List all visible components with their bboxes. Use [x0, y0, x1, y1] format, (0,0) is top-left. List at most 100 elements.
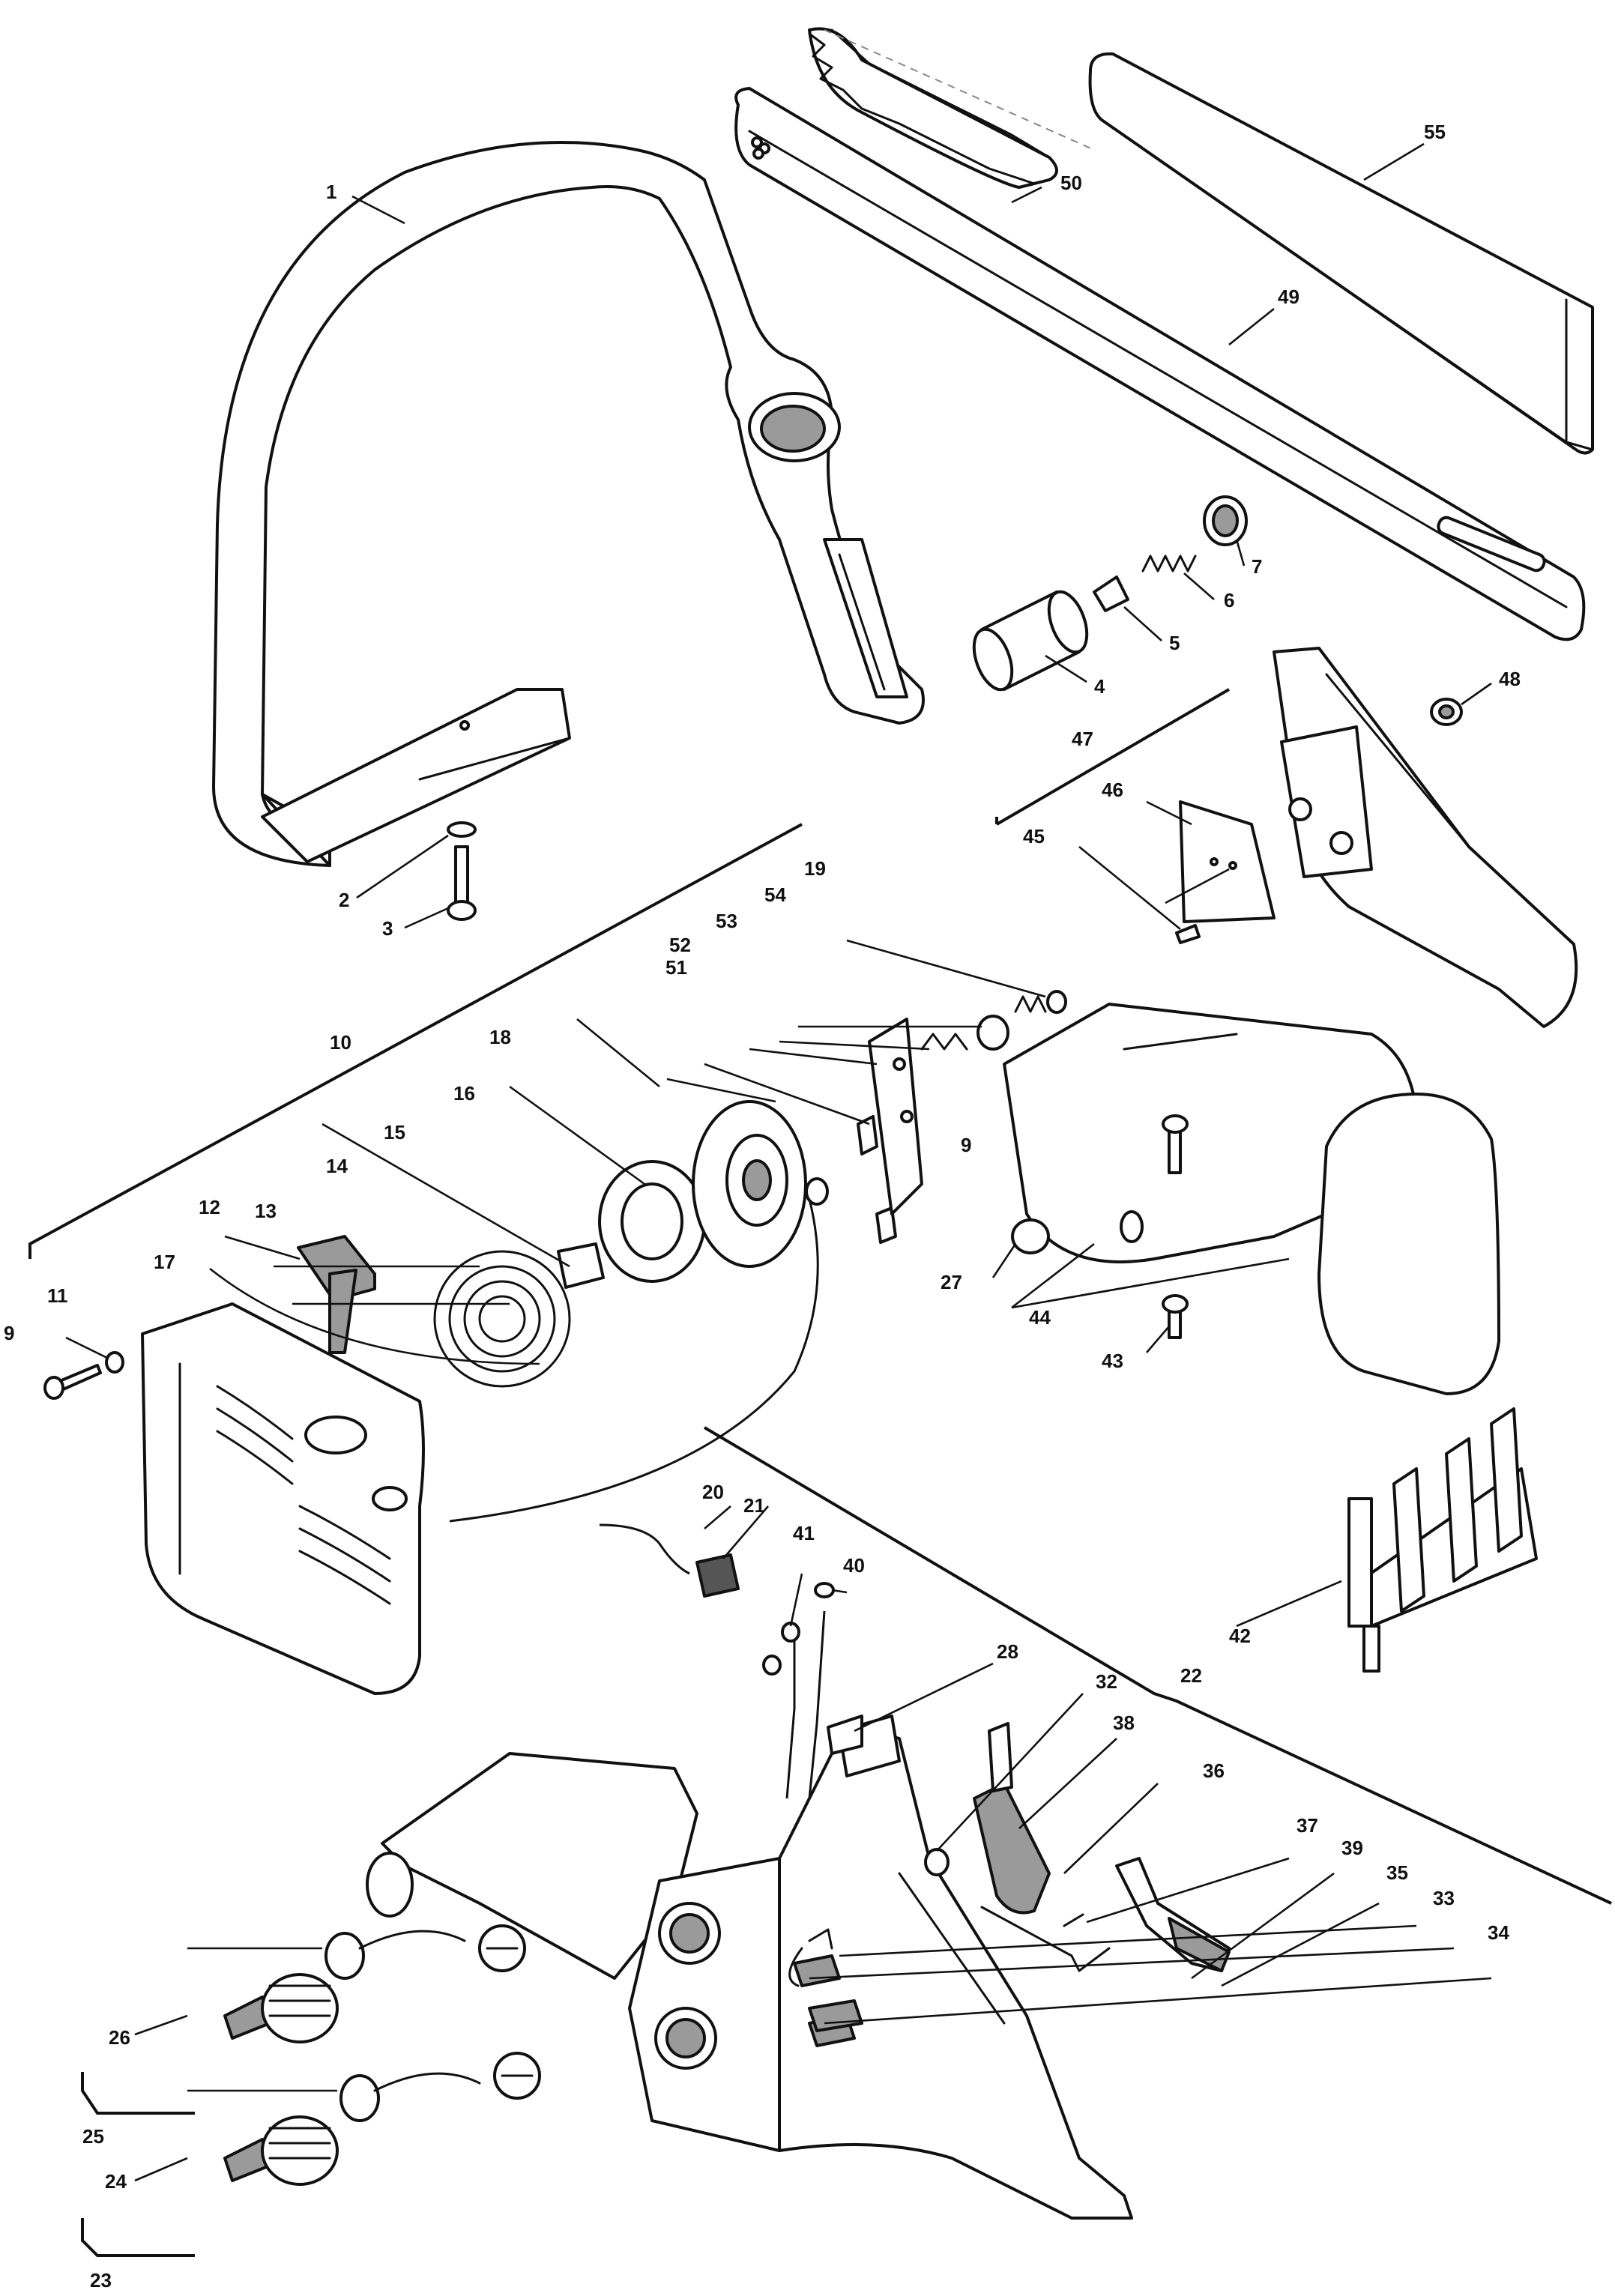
callout-26: 26 [109, 2026, 130, 2049]
front-handle-1 [212, 141, 925, 867]
top-cover-44 [1003, 1003, 1500, 1395]
starter-housing-11 [141, 1302, 425, 1695]
clip-40 [814, 1582, 835, 1598]
callout-39: 39 [1341, 1837, 1363, 1859]
plate-46 [1179, 800, 1276, 923]
washer-15 [598, 1160, 706, 1283]
spring-32 [924, 1848, 950, 1876]
spring-6 [1141, 555, 1197, 573]
callout-13: 13 [255, 1200, 277, 1222]
callout-4: 4 [1094, 675, 1105, 698]
washer-2 [447, 821, 477, 838]
callout-35: 35 [1386, 1861, 1408, 1884]
callout-38: 38 [1113, 1712, 1135, 1734]
callout-36: 36 [1203, 1759, 1225, 1782]
callout-5: 5 [1169, 632, 1180, 654]
callout-49: 49 [1278, 286, 1299, 308]
callout-41: 41 [793, 1522, 815, 1544]
screw-9b [1162, 1114, 1189, 1174]
saw-chain-50 [808, 27, 1095, 189]
callout-17: 17 [154, 1251, 175, 1273]
screw-45 [1175, 924, 1201, 944]
plug-27 [1011, 1218, 1050, 1254]
callout-15: 15 [384, 1121, 405, 1144]
scabbard-55 [1088, 52, 1594, 455]
pin-37 [1063, 1913, 1084, 1927]
washer-11 [105, 1351, 124, 1374]
rope-17 [449, 1198, 819, 1523]
callout-42: 42 [1229, 1625, 1251, 1647]
handle-12 [297, 1235, 376, 1354]
callout-2: 2 [339, 889, 349, 911]
screw-19 [1014, 990, 1067, 1014]
callout-10: 10 [330, 1031, 351, 1054]
callout-6: 6 [1224, 589, 1234, 611]
sprocket-cover-47 [1273, 647, 1578, 1028]
callout-labels: 1 2 3 4 5 6 7 9 9 10 11 12 13 14 15 16 1… [4, 121, 1521, 2292]
callout-52: 52 [669, 934, 691, 956]
spring-53 [920, 1033, 968, 1051]
callout-23: 23 [90, 2269, 112, 2292]
callout-20: 20 [702, 1481, 724, 1503]
bush-54 [976, 1015, 1009, 1051]
washer-18 [805, 1177, 829, 1206]
callout-37: 37 [1296, 1814, 1318, 1837]
callout-43: 43 [1102, 1350, 1123, 1372]
wire-20 [599, 1523, 690, 1575]
screw-9a [43, 1364, 102, 1400]
callout-27: 27 [941, 1271, 962, 1293]
seal-24 [339, 2052, 541, 2122]
leader-lines [65, 142, 1492, 2182]
callout-22: 22 [1180, 1664, 1202, 1687]
grommet-41 [762, 1610, 826, 1799]
callout-40: 40 [843, 1554, 865, 1577]
air-filter-42 [1347, 1407, 1538, 1673]
callout-53: 53 [716, 910, 737, 932]
throttle-38 [973, 1722, 1051, 1915]
crankcase-22 [366, 1715, 1133, 2220]
spring-35 [808, 1928, 833, 1950]
cap-25 [223, 1973, 339, 2043]
callout-3: 3 [382, 917, 393, 940]
group-lines [28, 688, 1612, 2257]
seal-26 [324, 1924, 526, 1980]
callout-25: 25 [82, 2125, 104, 2148]
spring-13 [433, 1250, 571, 1388]
cable-33 [788, 1947, 803, 1987]
callout-12: 12 [199, 1196, 220, 1218]
pawl-51 [857, 1115, 897, 1244]
bush-14 [557, 1242, 605, 1289]
callout-32: 32 [1096, 1670, 1117, 1693]
callout-9-left: 9 [4, 1322, 14, 1344]
bracket-28 [827, 1715, 863, 1755]
bush-5 [1093, 575, 1129, 612]
buffer-4 [972, 590, 1089, 692]
callout-1: 1 [326, 181, 336, 203]
callout-51: 51 [665, 956, 687, 979]
callout-33: 33 [1433, 1887, 1455, 1909]
callout-14: 14 [326, 1155, 348, 1177]
safety-lever-39 [1115, 1857, 1231, 1972]
cap-23 [223, 2115, 339, 2186]
screw-43 [1162, 1294, 1189, 1339]
callout-7: 7 [1252, 555, 1262, 578]
callout-54: 54 [764, 883, 786, 906]
screw-3 [447, 845, 477, 921]
callout-48: 48 [1499, 668, 1521, 690]
callout-34: 34 [1488, 1921, 1509, 1944]
guide-bar-49 [734, 87, 1586, 641]
callout-18: 18 [489, 1026, 511, 1048]
callout-19: 19 [804, 857, 826, 880]
callout-55: 55 [1424, 121, 1446, 143]
nut-48 [1430, 698, 1463, 726]
pulley-16 [692, 1100, 807, 1268]
callout-9-top: 9 [961, 1134, 971, 1156]
callout-45: 45 [1023, 825, 1045, 848]
callout-50: 50 [1060, 172, 1082, 194]
switch-21 [695, 1553, 740, 1598]
insulator-34 [808, 1999, 863, 2032]
callout-28: 28 [997, 1640, 1018, 1663]
callout-24: 24 [105, 2170, 127, 2193]
callout-21: 21 [743, 1494, 765, 1517]
